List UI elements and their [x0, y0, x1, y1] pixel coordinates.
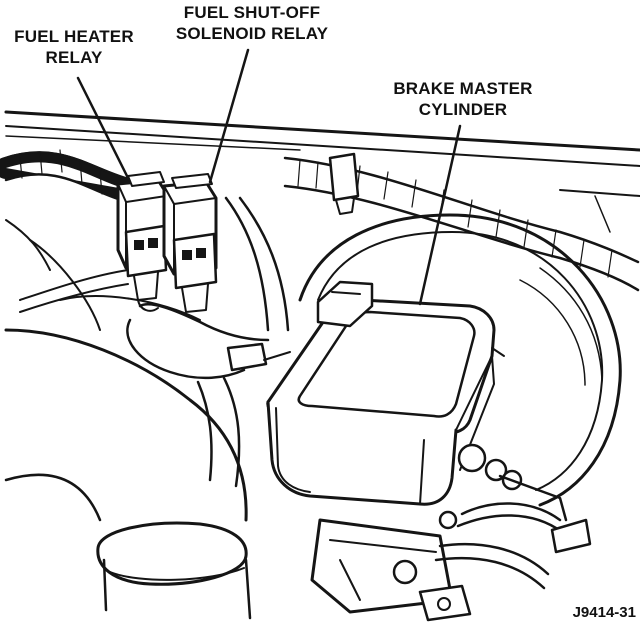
brake-booster	[298, 213, 622, 507]
fuel-shutoff-solenoid-relay-label-line2: SOLENOID RELAY	[175, 24, 329, 43]
master-cylinder-body	[310, 443, 592, 622]
fuel-heater-relay-illustration	[116, 178, 170, 312]
fuel-shutoff-solenoid-relay-illustration	[127, 171, 218, 313]
air-intake-duct	[4, 219, 252, 620]
relay-harness-bundle	[19, 196, 291, 488]
brake-master-cylinder-label-line1: BRAKE MASTER	[393, 79, 533, 98]
wiring-harness	[0, 149, 640, 292]
fuel-heater-relay-label-line1: FUEL HEATER	[14, 27, 134, 46]
fuel-shutoff-solenoid-relay-label: FUEL SHUT-OFF SOLENOID RELAY	[162, 2, 342, 44]
fuel-shutoff-solenoid-relay-label-line1: FUEL SHUT-OFF	[183, 3, 321, 22]
master-cylinder-reservoir	[266, 280, 505, 506]
fuel-heater-relay-label: FUEL HEATER RELAY	[6, 26, 142, 68]
brake-master-cylinder-label-line2: CYLINDER	[418, 100, 508, 119]
fuel-heater-relay-label-line2: RELAY	[45, 48, 103, 67]
firewall-panel	[4, 110, 640, 233]
figure-id: J9414-31	[572, 604, 636, 621]
callout-leaders	[76, 48, 462, 306]
brake-master-cylinder-label: BRAKE MASTER CYLINDER	[378, 78, 548, 120]
